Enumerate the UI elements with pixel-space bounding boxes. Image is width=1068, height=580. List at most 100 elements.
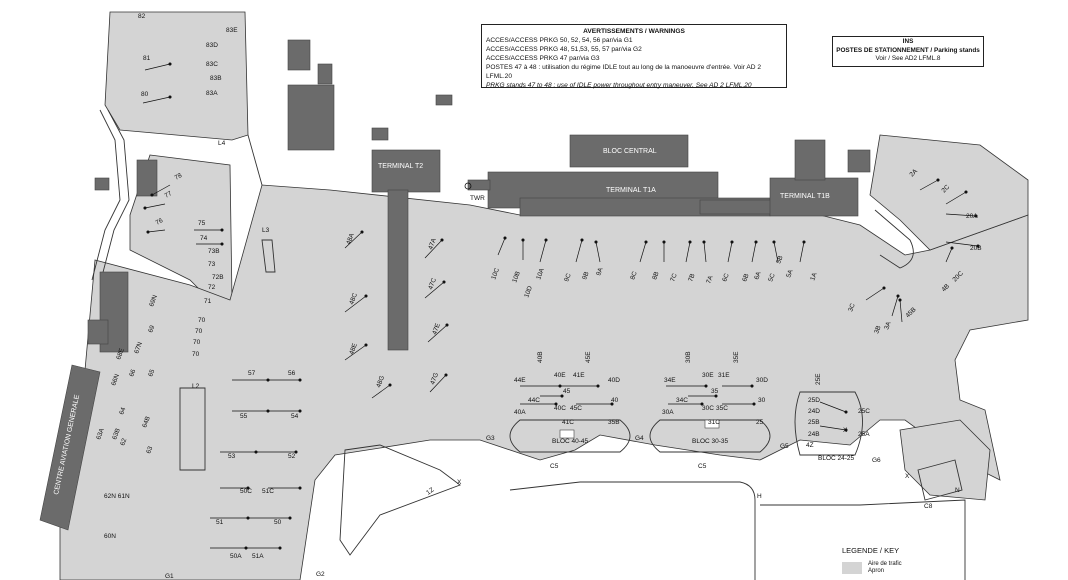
stand-arrow-head — [688, 240, 692, 244]
taxiway-l2: L2 — [192, 383, 200, 390]
stand-label: 83B — [210, 75, 222, 82]
stand-label: 60N — [104, 533, 116, 540]
stand-label: 9C — [563, 272, 573, 282]
stand-label: 6B — [741, 273, 750, 283]
stand-label: 25E — [815, 373, 822, 385]
stand-label: 30D — [756, 377, 768, 384]
warning-line-4: POSTES 47 à 48 : utilisation du régime I… — [486, 64, 762, 80]
parking-code: INS — [902, 38, 914, 45]
apron-north-west — [104, 11, 249, 141]
stand-arrow-head — [714, 394, 718, 398]
stand-arrow-head — [882, 286, 886, 290]
stand-label: 9B — [581, 271, 590, 281]
stand-label: 40E — [554, 372, 566, 379]
stand-label: 69 — [147, 324, 156, 334]
stand-label: 31E — [718, 372, 730, 379]
stand-label: 20B — [970, 245, 982, 252]
stand-label: 34C — [676, 397, 688, 404]
stand-label: 35B — [608, 419, 620, 426]
stand-label: 76 — [155, 217, 165, 227]
stand-label: 1A — [809, 271, 819, 281]
stand-label: X — [905, 473, 910, 480]
stand-arrow-head — [750, 384, 754, 388]
stand-label: 35E — [733, 351, 740, 363]
building-t1b-annex — [794, 139, 826, 181]
legend-apron-en: Apron — [868, 568, 885, 574]
stand-arrow — [945, 241, 979, 247]
stand-arrow-head — [445, 323, 449, 327]
warning-line-3: ACCES/ACCESS PRKG 47 par/via G3 — [486, 55, 600, 62]
loop-bloc-24-25 — [794, 391, 863, 456]
stand-label: 63 — [145, 445, 154, 455]
stand-arrow-head — [596, 384, 600, 388]
stand-arrow — [575, 239, 583, 263]
stand-label: 41C — [562, 419, 574, 426]
stand-label: 77 — [164, 190, 174, 200]
label-terminal-t1a: TERMINAL T1A — [606, 187, 656, 194]
taxiway-g4: G4 — [635, 435, 644, 442]
stand-label: 30 — [758, 397, 766, 404]
stand-arrow — [727, 241, 733, 263]
stand-label: 63B — [111, 427, 122, 440]
stand-label: 51A — [252, 553, 264, 560]
stand-arrow-head — [298, 486, 302, 490]
building-t1a-pier-2 — [699, 199, 773, 215]
stand-label: 70 — [195, 328, 203, 335]
stand-arrow-head — [936, 178, 940, 182]
road-l4 — [247, 134, 263, 186]
stand-label: 7B — [687, 273, 696, 283]
label-twr: TWR — [470, 195, 485, 202]
stand-label: 45C — [570, 405, 582, 412]
building-west-1 — [136, 159, 158, 197]
stand-arrow — [799, 241, 805, 263]
stand-arrow-head — [554, 402, 558, 406]
stand-arrow — [751, 241, 757, 263]
stand-label: 80 — [141, 91, 149, 98]
stand-arrow-head — [844, 410, 848, 414]
stand-arrow-head — [772, 240, 776, 244]
stand-label: 78 — [174, 172, 184, 182]
stand-arrow — [703, 241, 707, 263]
road-west-2 — [100, 109, 130, 281]
stand-arrow — [371, 384, 391, 399]
stand-arrow — [639, 241, 647, 263]
stand-arrow — [424, 239, 443, 259]
stand-label: 35C — [716, 405, 728, 412]
label-bloc-30-35: BLOC 30-35 — [692, 438, 729, 445]
taxiway-g1: G1 — [165, 573, 174, 580]
building-west-4 — [87, 319, 109, 345]
loop-bloc-40-45 — [509, 419, 631, 453]
loop-south-centre — [509, 481, 756, 580]
stand-label: 34E — [664, 377, 676, 384]
stand-arrows — [142, 62, 980, 550]
stand-label: 73B — [208, 248, 220, 255]
building-t1b-tower — [847, 149, 871, 173]
stand-label: 47E — [431, 322, 442, 336]
taxiway-c8: C8 — [924, 503, 933, 510]
stand-label: 51C — [262, 488, 274, 495]
parking-stands-header: INS POSTES DE STATIONNEMENT / Parking st… — [832, 36, 984, 67]
stand-label: 20A — [966, 213, 978, 220]
stand-label: 8B — [651, 271, 660, 281]
stand-arrow-head — [364, 343, 368, 347]
stand-label: 56 — [288, 370, 296, 377]
stand-label: 81 — [143, 55, 151, 62]
stand-label: 48G — [375, 375, 386, 389]
stand-arrow-head — [754, 240, 758, 244]
stand-label: 45E — [585, 351, 592, 363]
stand-arrow — [919, 179, 939, 191]
stand-label: 48A — [345, 232, 356, 246]
warning-line-5: PRKG stands 47 to 48 : use of IDLE power… — [486, 82, 752, 89]
legend: LEGENDE / KEY Aire de trafic Apron — [842, 546, 972, 580]
stand-label: 66N — [110, 373, 121, 387]
taxiway-c5-a: C5 — [550, 463, 559, 470]
stand-label: X — [457, 479, 462, 486]
stand-arrow-head — [168, 62, 172, 66]
stand-label: 2C — [940, 183, 951, 194]
stand-label: 4Z — [806, 442, 814, 449]
stand-arrow-head — [610, 402, 614, 406]
label-terminal-t2: TERMINAL T2 — [378, 163, 423, 170]
stand-arrow — [899, 299, 903, 323]
stand-arrow — [147, 229, 166, 233]
stand-arrow-head — [802, 240, 806, 244]
